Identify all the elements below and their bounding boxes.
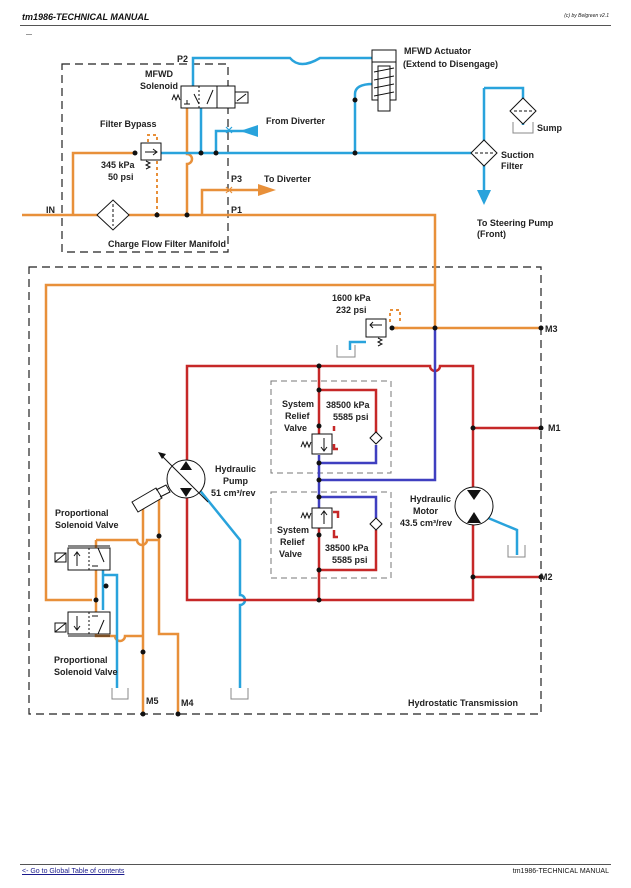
mfwd-solenoid-label-2: Solenoid (140, 81, 178, 91)
from-diverter-label: From Diverter (266, 116, 326, 126)
psv-upper-label-1: Proportional (55, 508, 109, 518)
m4-label: M4 (181, 698, 194, 708)
upper-relief-valve-boundary (270, 380, 392, 474)
hydraulic-pump-icon (131, 452, 209, 513)
motor-label-3: 43.5 cm³/rev (400, 518, 452, 528)
suction-filter-icon (470, 139, 498, 167)
hydrostatic-transmission-label: Hydrostatic Transmission (408, 698, 518, 708)
suction-filter-label-2: Filter (501, 161, 524, 171)
from-diverter-arrow-icon (240, 125, 258, 137)
pump-case-drain-tank-icon (230, 688, 249, 700)
motor-label-2: Motor (413, 506, 438, 516)
p3-port-cross-marker (225, 186, 233, 194)
lower-relief-valve-boundary (270, 491, 392, 579)
m3-label: M3 (545, 324, 558, 334)
suction-return-lines (101, 56, 525, 688)
lower-proportional-solenoid-valve (54, 611, 111, 637)
to-steering-arrow-icon (477, 190, 491, 205)
charge-flow-filter-manifold-boundary (61, 63, 229, 253)
srv-lower-kpa-label: 38500 kPa (325, 543, 370, 553)
charge-relief-psi-label: 232 psi (336, 305, 367, 315)
lower-system-relief-valve (300, 507, 383, 531)
srv-lower-label-2: Relief (280, 537, 306, 547)
upper-system-relief-valve (300, 431, 383, 455)
psv-drain-tank-icon (111, 688, 129, 700)
srv-lower-label-3: Valve (279, 549, 302, 559)
mfwd-actuator-label-2: (Extend to Disengage) (403, 59, 498, 69)
charge-pressure-lines (22, 108, 541, 714)
to-steering-label-1: To Steering Pump (477, 218, 554, 228)
charge-relief-kpa-label: 1600 kPa (332, 293, 372, 303)
psv-lower-label-1: Proportional (54, 655, 108, 665)
mfwd-solenoid-valve (171, 85, 249, 109)
header-mark (26, 34, 32, 35)
high-pressure-loop (185, 364, 541, 602)
sump-icon (512, 122, 534, 134)
p1-label: P1 (231, 205, 242, 215)
footer-divider (20, 864, 611, 865)
mfwd-actuator (371, 49, 397, 112)
p-port-cross-marker (225, 126, 233, 134)
footer-manual-name: tm1986-TECHNICAL MANUAL (512, 868, 609, 875)
filter-bypass-label: Filter Bypass (100, 119, 157, 129)
junction-dots (93, 97, 544, 717)
mfwd-solenoid-label-1: MFWD (145, 69, 173, 79)
p3-label: P3 (231, 174, 242, 184)
p2-label: P2 (177, 54, 188, 64)
global-toc-link[interactable]: <- Go to Global Table of contents (22, 868, 125, 875)
charge-relief-valve (365, 318, 387, 347)
manual-title: tm1986-TECHNICAL MANUAL (22, 12, 150, 22)
srv-upper-label-3: Valve (284, 423, 307, 433)
srv-upper-label-2: Relief (285, 411, 311, 421)
psv-upper-label-2: Solenoid Valve (55, 520, 119, 530)
sump-label: Sump (537, 123, 563, 133)
pump-label-1: Hydraulic (215, 464, 256, 474)
m1-label: M1 (548, 423, 561, 433)
mfwd-actuator-label-1: MFWD Actuator (404, 46, 472, 56)
srv-lower-label-1: System (277, 525, 309, 535)
srv-upper-kpa-label: 38500 kPa (326, 400, 371, 410)
pump-label-2: Pump (223, 476, 249, 486)
m2-label: M2 (540, 572, 553, 582)
suction-filter-label-1: Suction (501, 150, 534, 160)
upper-proportional-solenoid-valve (54, 545, 111, 571)
motor-label-1: Hydraulic (410, 494, 451, 504)
hydraulic-motor-icon (454, 486, 494, 526)
to-steering-label-2: (Front) (477, 229, 506, 239)
pump-label-3: 51 cm³/rev (211, 488, 256, 498)
header-divider (20, 25, 611, 26)
bypass-kpa-label: 345 kPa (101, 160, 136, 170)
bypass-psi-label: 50 psi (108, 172, 134, 182)
psv-lower-label-2: Solenoid Valve (54, 667, 118, 677)
m5-label: M5 (146, 696, 159, 706)
filter-bypass-valve (140, 142, 162, 170)
credit-text: (c) by Belgreen v2.1 (564, 13, 609, 19)
in-label: IN (46, 205, 55, 215)
charge-manifold-label: Charge Flow Filter Manifold (108, 239, 226, 249)
srv-upper-label-1: System (282, 399, 314, 409)
motor-case-drain-tank-icon (507, 545, 526, 558)
charge-relief-tank-icon (336, 345, 356, 358)
to-diverter-label: To Diverter (264, 174, 311, 184)
sump-filter-icon (509, 97, 537, 125)
to-diverter-arrow-icon (258, 184, 276, 196)
srv-lower-psi-label: 5585 psi (332, 555, 368, 565)
srv-upper-psi-label: 5585 psi (333, 412, 369, 422)
hydrostatic-transmission-boundary (28, 266, 542, 715)
charge-filter-icon (96, 199, 130, 231)
